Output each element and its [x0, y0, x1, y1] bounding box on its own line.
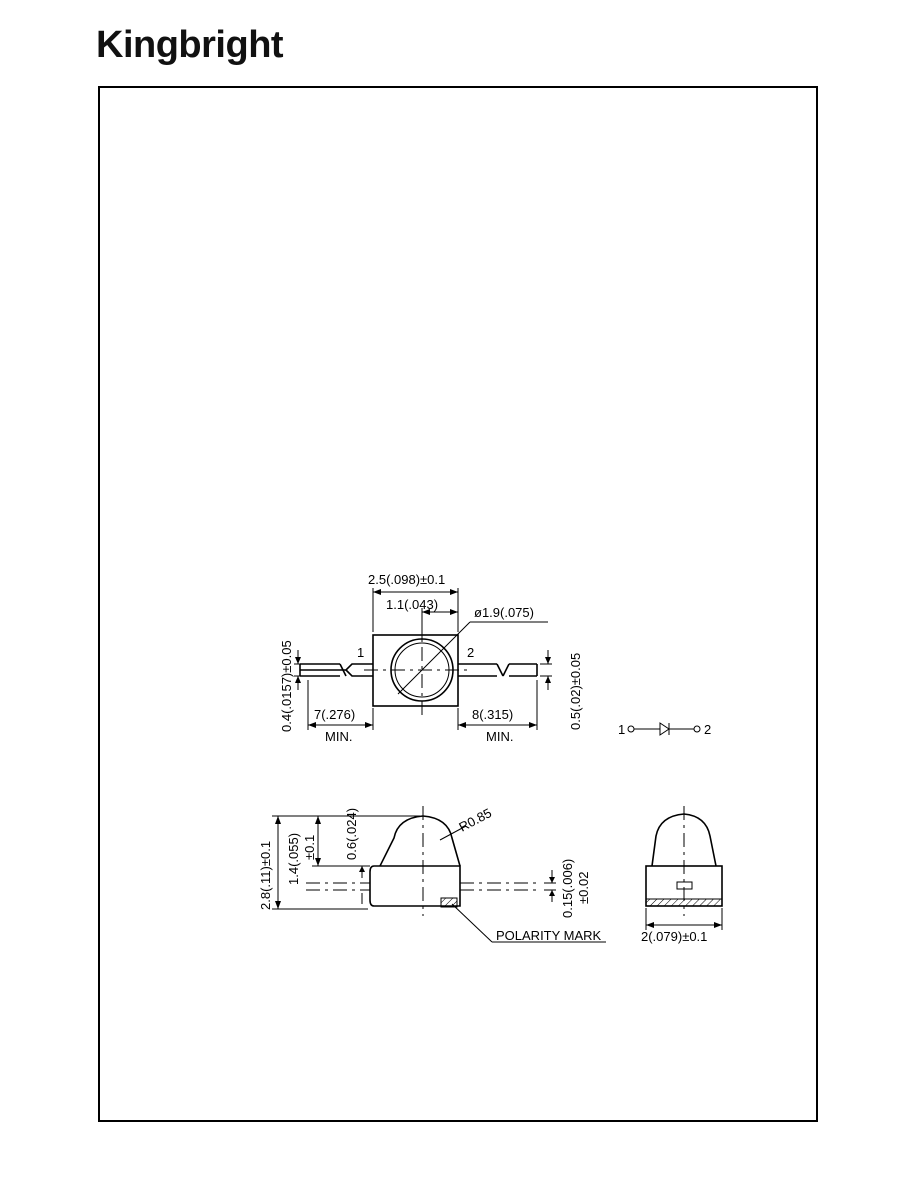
diode-symbol-icon [659, 722, 670, 736]
drawing-frame [98, 86, 818, 1122]
side-view-dome [379, 815, 461, 867]
pin-1-label: 1 [357, 645, 364, 660]
dim-lead-b-label: ±0.02 [576, 872, 591, 904]
dim-lead-thickness-left-label: 0.4(.0157)±0.05 [279, 640, 294, 732]
dim-top-label: 0.6(.024) [344, 808, 359, 860]
top-view-lead-right [458, 663, 538, 677]
min-left-label: MIN. [325, 729, 352, 744]
kingbright-logo: Kingbright [96, 24, 284, 66]
dim-lead-left-label: 7(.276) [314, 707, 355, 722]
dim-height-total-label: 2.8(.11)±0.1 [258, 841, 273, 910]
side-view: 2.8(.11)±0.1 1.4(.055) ±0.1 0.6(.024) R0… [258, 805, 606, 943]
dim-diameter-label: ø1.9(.075) [474, 605, 534, 620]
polarity-mark [440, 897, 458, 908]
schematic-pin-1: 1 [618, 722, 625, 737]
side-view-body [369, 865, 461, 907]
dim-width-label: 2.5(.098)±0.1 [368, 572, 445, 587]
end-view: 2(.079)±0.1 [641, 806, 723, 944]
dim-end-width-label: 2(.079)±0.1 [641, 929, 707, 944]
dim-lead-a-label: 0.15(.006) [560, 859, 575, 918]
diode-schematic: 1 2 [618, 722, 711, 737]
min-right-label: MIN. [486, 729, 513, 744]
dim-height-body-b-label: ±0.1 [302, 835, 317, 860]
dim-lead-thickness-right-label: 0.5(.02)±0.05 [568, 653, 583, 730]
dim-height-body-a-label: 1.4(.055) [286, 833, 301, 885]
top-view-lead-left [299, 663, 373, 677]
dim-radius-label: R0.85 [456, 805, 494, 835]
polarity-mark-label: POLARITY MARK [496, 928, 602, 943]
pin-2-label: 2 [467, 645, 474, 660]
schematic-pin-2: 2 [704, 722, 711, 737]
top-view: 2.5(.098)±0.1 1.1(.043) ø1.9(.075) 1 2 0… [279, 572, 583, 744]
dim-center-label: 1.1(.043) [386, 597, 438, 612]
dim-lead-right-label: 8(.315) [472, 707, 513, 722]
